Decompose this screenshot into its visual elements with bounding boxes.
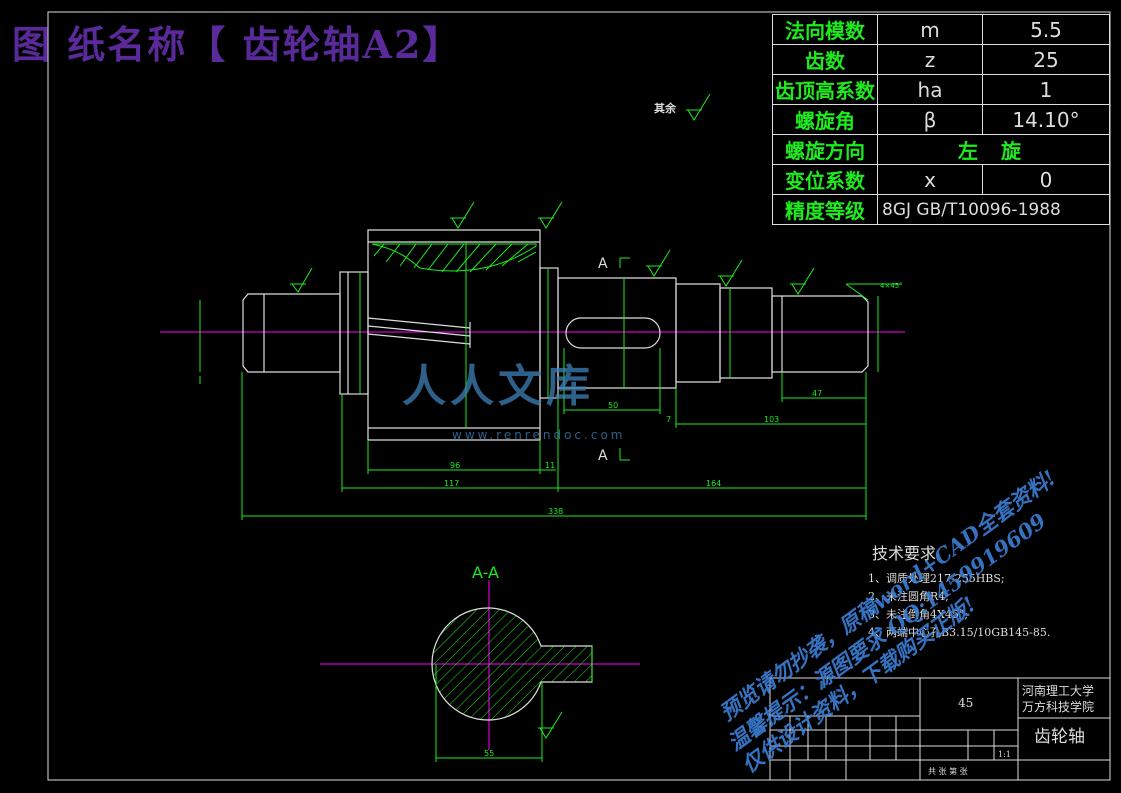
- param-value: 14.10°: [982, 104, 1110, 135]
- section-view-label: A-A: [472, 563, 499, 582]
- sheet-count: 共 张 第 张: [928, 767, 968, 776]
- part-name: 齿轮轴: [1034, 727, 1085, 747]
- param-symbol: z: [877, 44, 983, 75]
- dim-label-9: 47: [812, 389, 822, 398]
- chamfer-label: 4×45°: [880, 282, 903, 290]
- technical-requirements: 技术要求 1、调质处理217-255HBS; 2、未注圆角R4; 3、未注倒角4…: [868, 540, 1050, 642]
- tech-item: 2、未注圆角R4;: [868, 590, 949, 603]
- shaft-outline: [242, 229, 869, 441]
- dim-label-2: 11: [545, 461, 555, 470]
- param-name: 精度等级: [772, 194, 878, 225]
- param-name: 齿数: [772, 44, 878, 75]
- dim-label-4: 164: [706, 479, 721, 488]
- dimension-lines: [199, 93, 900, 739]
- tech-item: 1、调质处理217-255HBS;: [868, 572, 1005, 585]
- param-value: 5.5: [982, 14, 1110, 45]
- material-cell: 45: [958, 696, 974, 710]
- watermark-url: www.renrendoc.com: [452, 428, 626, 442]
- section-mark-bottom: A: [598, 448, 608, 464]
- drawing-border: [47, 11, 1111, 781]
- param-name: 螺旋方向: [772, 134, 878, 165]
- view-labels: 其余 A A A-A: [472, 101, 677, 582]
- param-value: 0: [982, 164, 1110, 195]
- dim-label-7: 7: [666, 415, 671, 424]
- section-mark-top: A: [598, 256, 608, 272]
- dim-label-8: 103: [764, 415, 779, 424]
- dim-label-1: 96: [450, 461, 460, 470]
- dim-label-10: 55: [484, 749, 494, 758]
- dimension-labels: 96 11 117 164 338 50 7 103 47 55 4×45°: [444, 282, 903, 758]
- school-college: 万方科技学院: [1022, 700, 1095, 714]
- title-block-grid: [769, 677, 1111, 781]
- watermark-logo: 人人文库: [402, 361, 594, 412]
- param-name: 法向模数: [772, 14, 878, 45]
- param-name: 变位系数: [772, 164, 878, 195]
- param-symbol: x: [877, 164, 983, 195]
- dim-label-3: 117: [444, 479, 459, 488]
- tech-item: 4、两端中心孔B3.15/10GB145-85.: [868, 626, 1051, 639]
- tech-heading: 技术要求: [872, 544, 937, 563]
- param-name: 齿顶高系数: [772, 74, 878, 105]
- param-value: 8GJ GB/T10096-1988: [877, 194, 1110, 225]
- drawing-title: 图 纸名称【 齿轮轴A2】: [12, 22, 463, 67]
- section-view: [320, 580, 640, 762]
- dim-label-6: 50: [608, 401, 618, 410]
- param-symbol: m: [877, 14, 983, 45]
- param-value: 25: [982, 44, 1110, 75]
- school-name: 河南理工大学: [1022, 684, 1095, 698]
- gear-hatch: [371, 243, 537, 273]
- rest-surface-label: 其余: [654, 101, 677, 115]
- param-symbol: ha: [877, 74, 983, 105]
- param-name: 螺旋角: [772, 104, 878, 135]
- param-value: 1: [982, 74, 1110, 105]
- param-row: 螺旋方向左 旋: [772, 134, 1110, 165]
- scale-cell: 1:1: [998, 750, 1011, 759]
- param-symbol: β: [877, 104, 983, 135]
- tech-item: 3、未注倒角4X45°;: [868, 608, 969, 621]
- param-value: 左 旋: [877, 134, 1110, 165]
- dim-label-5: 338: [548, 507, 563, 516]
